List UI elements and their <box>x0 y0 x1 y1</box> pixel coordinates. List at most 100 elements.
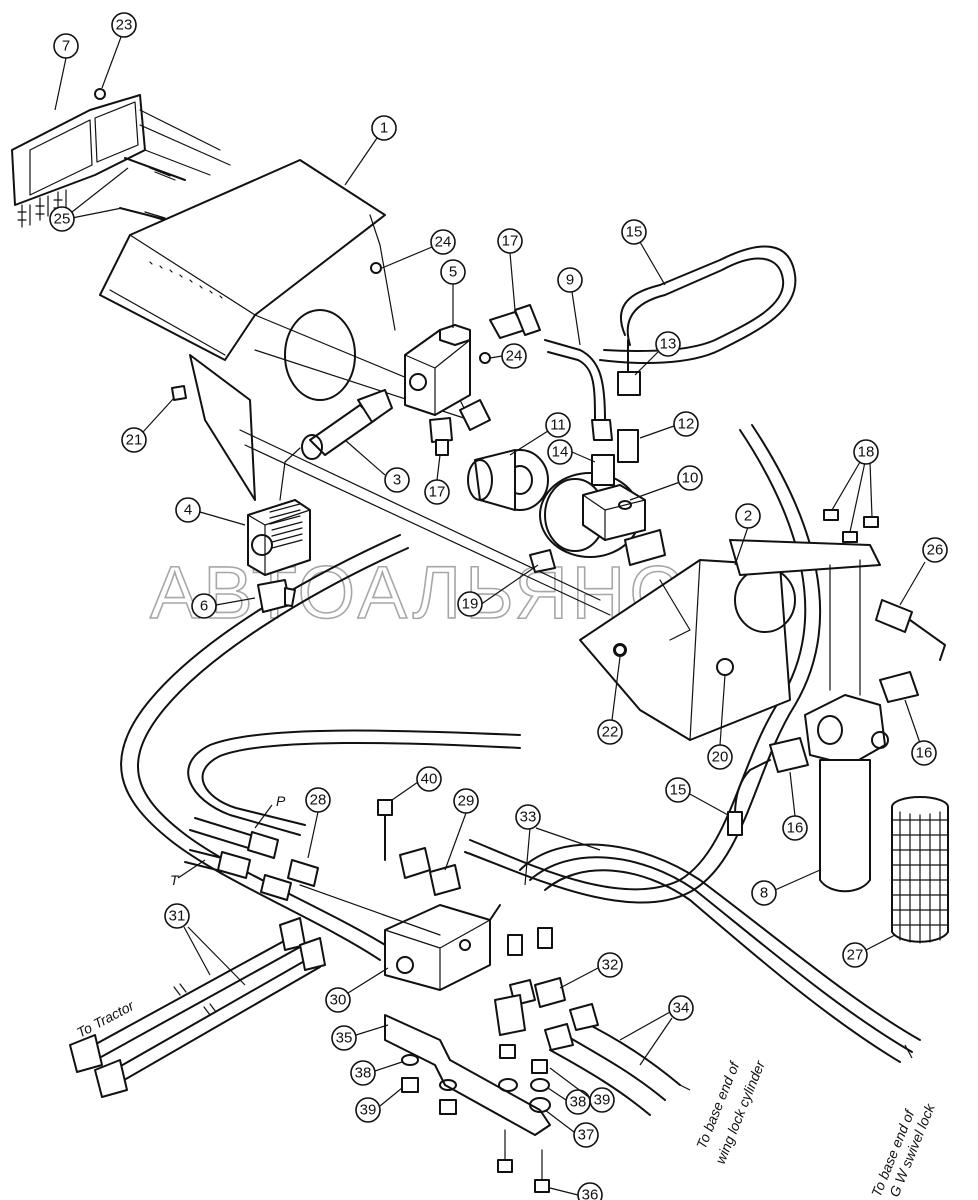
callout-18: 18 <box>831 439 879 533</box>
svg-text:3: 3 <box>393 472 401 489</box>
callout-37: 37 <box>544 1109 599 1148</box>
callout-38a: 38 <box>350 1060 403 1086</box>
part-7-valve-handle <box>11 88 146 228</box>
callout-2: 2 <box>734 503 761 566</box>
svg-text:38: 38 <box>355 1065 372 1082</box>
svg-text:20: 20 <box>712 749 729 766</box>
label-to-tractor: To Tractor <box>74 997 138 1041</box>
svg-text:14: 14 <box>552 444 569 461</box>
callout-14: 14 <box>547 439 596 465</box>
p-t-hose-ends <box>184 817 441 936</box>
svg-text:29: 29 <box>458 793 475 810</box>
svg-text:7: 7 <box>62 38 70 55</box>
callout-8: 8 <box>751 869 821 906</box>
callout-16b: 16 <box>782 771 808 841</box>
svg-text:17: 17 <box>502 233 519 250</box>
part-2-bracket <box>579 539 881 741</box>
callout-6: 6 <box>191 593 256 619</box>
callout-36: 36 <box>549 1182 603 1200</box>
svg-text:38: 38 <box>570 1094 587 1111</box>
callout-10: 10 <box>629 465 703 501</box>
svg-text:21: 21 <box>126 432 143 449</box>
manifold-assembly <box>377 799 599 1193</box>
svg-text:40: 40 <box>421 771 438 788</box>
svg-text:1: 1 <box>380 120 388 137</box>
svg-text:10: 10 <box>682 470 699 487</box>
part-11-elbow <box>467 449 549 511</box>
callout-28: 28 <box>305 787 331 859</box>
fittings <box>171 262 946 836</box>
svg-text:36: 36 <box>582 1187 599 1200</box>
svg-text:9: 9 <box>566 272 574 289</box>
callout-35: 35 <box>331 1024 389 1051</box>
callout-30: 30 <box>325 967 389 1013</box>
svg-text:39: 39 <box>360 1102 377 1119</box>
svg-text:8: 8 <box>760 885 768 902</box>
callout-29: 29 <box>444 788 479 871</box>
svg-text:11: 11 <box>550 417 566 434</box>
callout-23: 23 <box>101 12 137 89</box>
part-3-valve <box>279 389 393 501</box>
callout-16a: 16 <box>904 699 937 766</box>
callout-26: 26 <box>899 537 948 606</box>
label-t: T <box>170 872 180 888</box>
callout-13: 13 <box>634 331 681 376</box>
callout-15b: 15 <box>665 777 729 816</box>
svg-text:32: 32 <box>602 957 619 974</box>
part-8-filter <box>804 559 889 893</box>
svg-text:25: 25 <box>54 211 71 228</box>
callout-19: 19 <box>457 564 539 617</box>
part-10-pump <box>539 472 666 566</box>
callout-3: 3 <box>344 439 410 493</box>
svg-text:2: 2 <box>744 508 752 525</box>
callout-7: 7 <box>53 33 79 111</box>
svg-text:15: 15 <box>670 782 687 799</box>
callout-38b: 38 <box>547 1087 591 1115</box>
svg-text:19: 19 <box>462 596 479 613</box>
svg-text:28: 28 <box>310 792 327 809</box>
callout-9: 9 <box>557 267 583 346</box>
callout-27: 27 <box>842 934 896 968</box>
callout-33: 33 <box>515 804 601 886</box>
callout-32: 32 <box>559 952 623 989</box>
svg-text:22: 22 <box>602 724 619 741</box>
callout-group: 1 2 3 4 5 6 7 8 9 10 11 12 13 14 15 15 1… <box>49 12 948 1200</box>
svg-text:24: 24 <box>506 348 523 365</box>
part-25-bolts <box>119 109 231 223</box>
callout-25: 25 <box>49 167 129 232</box>
svg-text:5: 5 <box>449 264 457 281</box>
label-p: P <box>276 793 286 809</box>
svg-text:18: 18 <box>858 444 875 461</box>
svg-text:16: 16 <box>787 820 804 837</box>
callout-39b: 39 <box>549 1067 615 1113</box>
svg-text:30: 30 <box>330 992 347 1009</box>
callout-21: 21 <box>121 397 175 453</box>
svg-text:27: 27 <box>847 947 864 964</box>
callout-1: 1 <box>344 115 397 186</box>
svg-text:34: 34 <box>673 1000 690 1017</box>
svg-text:15: 15 <box>626 224 643 241</box>
svg-text:39: 39 <box>594 1092 611 1109</box>
svg-text:35: 35 <box>336 1030 353 1047</box>
callout-24a: 24 <box>381 229 456 269</box>
svg-text:37: 37 <box>578 1127 595 1144</box>
part-5-block <box>404 324 471 416</box>
svg-text:12: 12 <box>678 416 695 433</box>
callout-5: 5 <box>440 259 466 328</box>
part-31-tractor-hoses <box>69 917 326 1098</box>
watermark: АВТОАЛЬЯНС <box>150 551 687 634</box>
svg-text:26: 26 <box>927 542 944 559</box>
callout-15a: 15 <box>621 219 666 286</box>
svg-text:6: 6 <box>200 598 208 615</box>
callout-39a: 39 <box>355 1087 403 1123</box>
callout-17a: 17 <box>497 228 523 311</box>
callout-34: 34 <box>619 995 694 1066</box>
svg-text:31: 31 <box>169 908 186 925</box>
callout-17b: 17 <box>424 454 450 505</box>
callout-40: 40 <box>391 766 442 801</box>
callout-22: 22 <box>597 656 623 745</box>
callout-4: 4 <box>175 497 246 526</box>
part-4-solenoid <box>247 499 311 613</box>
svg-text:33: 33 <box>520 809 537 826</box>
